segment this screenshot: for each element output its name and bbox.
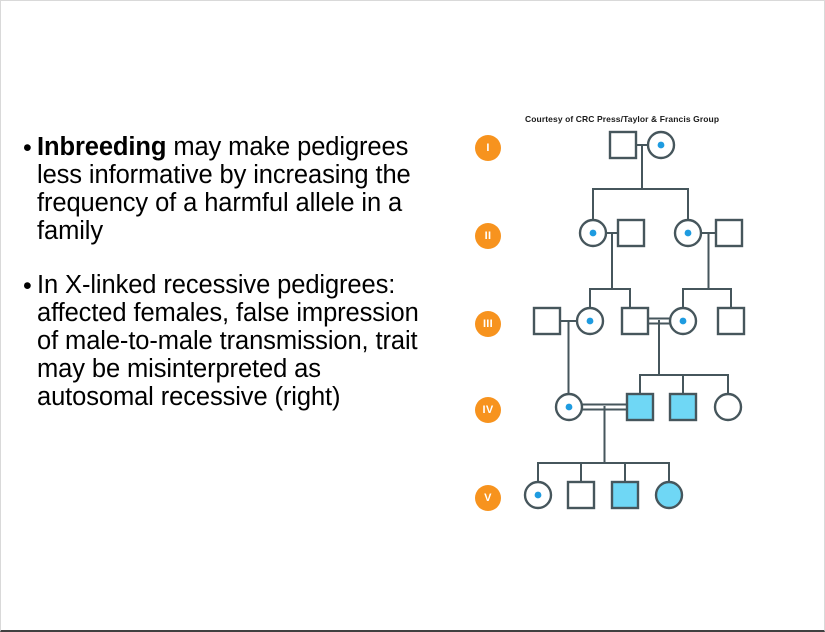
pedigree-symbol-male-unaffected: [532, 306, 562, 336]
carrier-dot-icon: [534, 491, 542, 499]
bullet-body: In X-linked recessive pedigrees: affecte…: [37, 271, 419, 411]
bullet-marker: •: [23, 134, 32, 162]
pedigree-symbol-male-affected: [668, 392, 698, 422]
carrier-dot-icon: [679, 317, 687, 325]
carrier-dot-icon: [586, 317, 594, 325]
bullet-lead-term: Inbreeding: [37, 133, 167, 161]
pedigree-symbol-male-affected: [610, 480, 640, 510]
pedigree-symbol-male-unaffected: [616, 218, 646, 248]
list-item: • In X-linked recessive pedigrees: affec…: [19, 271, 419, 411]
figure-credit: Courtesy of CRC Press/Taylor & Francis G…: [525, 114, 720, 124]
pedigree-symbol-male-unaffected: [566, 480, 596, 510]
carrier-dot-icon: [589, 229, 597, 237]
pedigree-symbol-male-unaffected: [608, 130, 638, 160]
pedigree-symbol-male-affected: [625, 392, 655, 422]
bullet-marker: •: [23, 272, 32, 300]
carrier-dot-icon: [657, 141, 665, 149]
carrier-dot-icon: [684, 229, 692, 237]
bullet-body: may make pedigrees less informative by i…: [37, 133, 411, 245]
bullet-text: Inbreeding may make pedigrees less infor…: [37, 133, 419, 245]
pedigree-symbol-female-affected: [654, 480, 684, 510]
generation-badge-i: I: [475, 135, 501, 161]
pedigree-symbol-male-unaffected: [620, 306, 650, 336]
pedigree-symbol-female-unaffected: [713, 392, 743, 422]
list-item: • Inbreeding may make pedigrees less inf…: [19, 133, 419, 245]
pedigree-symbol-male-unaffected: [714, 218, 744, 248]
generation-badge-v: V: [475, 485, 501, 511]
pedigree-diagram: [523, 130, 746, 510]
generation-badge-iv: IV: [475, 397, 501, 423]
pedigree-symbol-male-unaffected: [716, 306, 746, 336]
carrier-dot-icon: [565, 403, 573, 411]
bullet-text: In X-linked recessive pedigrees: affecte…: [37, 271, 419, 411]
generation-badge-ii: II: [475, 223, 501, 249]
pedigree-figure: Courtesy of CRC Press/Taylor & Francis G…: [463, 109, 808, 529]
generation-badge-iii: III: [475, 311, 501, 337]
bullet-list: • Inbreeding may make pedigrees less inf…: [19, 133, 419, 437]
